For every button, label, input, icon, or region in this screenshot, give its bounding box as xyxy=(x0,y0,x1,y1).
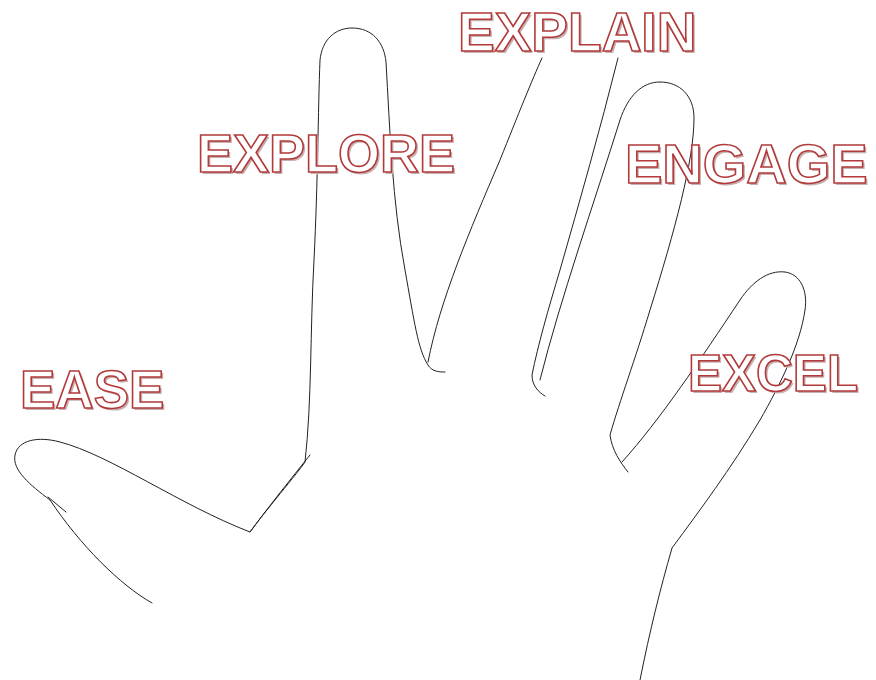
pinky-finger-outline xyxy=(622,272,806,680)
finger-word: EXPLAIN xyxy=(458,5,696,60)
finger-word: EASE xyxy=(20,363,164,416)
index-finger-outline xyxy=(250,28,445,532)
middle-finger-left xyxy=(428,58,542,362)
thumb-crease xyxy=(48,497,66,512)
finger-word: ENGAGE xyxy=(625,136,868,192)
thumb-outline xyxy=(15,439,310,603)
middle-finger-right xyxy=(532,58,618,396)
finger-word: EXPLORE xyxy=(197,126,455,180)
finger-word: EXCEL xyxy=(688,348,858,399)
